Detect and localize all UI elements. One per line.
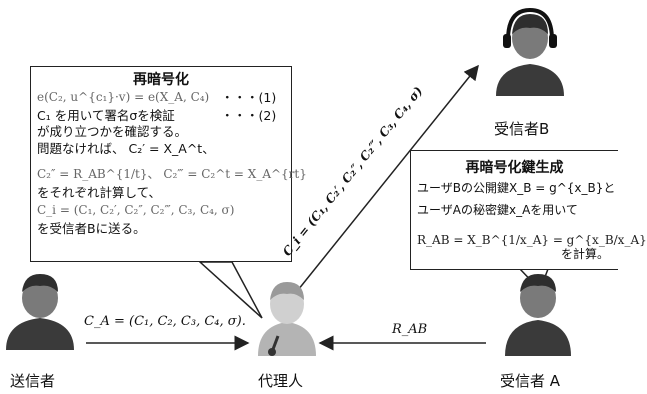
left-bubble-tail: [198, 261, 263, 319]
re-encryption-title: 再暗号化: [133, 72, 189, 88]
diagram-canvas: [6, 7, 571, 356]
send-line: を受信者Bに送る。: [37, 221, 146, 236]
arrow-proxy-to-receiverB: [297, 64, 479, 291]
confirm-line: が成り立つかを確認する。: [37, 124, 188, 139]
receiver-b-person-icon: [496, 7, 564, 96]
rab-compute-tail: を計算。: [561, 247, 610, 261]
re-encryption-key-title: 再暗号化鍵生成: [465, 160, 564, 176]
proxy-label: 代理人: [258, 372, 304, 390]
equation-1-tag: ・・・(1): [221, 90, 277, 105]
sender-label: 送信者: [10, 372, 56, 390]
re-encryption-key-box: 再暗号化鍵生成 ユーザBの公開鍵X_B = g^{x_B}と ユーザAの秘密鍵x…: [410, 150, 647, 270]
sender-person-icon: [6, 274, 74, 350]
public-key-line: ユーザBの公開鍵X_B = g^{x_B}と: [417, 181, 616, 195]
verify-line-tag: ・・・(2): [221, 108, 277, 123]
receiver-a-label: 受信者 A: [500, 372, 561, 390]
compute-line-1: 問題なければ、 C₂′ = X_A^t、: [37, 141, 215, 156]
sender-ciphertext-label: C_A = (C₁, C₂, C₃, C₄, σ).: [84, 314, 246, 329]
verify-line: C₁ を用いて署名σを検証: [37, 108, 175, 123]
rab-arrow-label: R_AB: [392, 322, 428, 337]
re-encryption-box: 再暗号化 e(C₂, u^{c₁}·v) = e(X_A, C₄) ・・・(1)…: [30, 66, 307, 262]
secret-key-line: ユーザAの秘密鍵x_Aを用いて: [417, 203, 578, 217]
rab-equation: R_AB = X_B^{1/x_A} = g^{x_B/x_A}: [417, 233, 647, 247]
equation-1: e(C₂, u^{c₁}·v) = e(X_A, C₄): [37, 90, 210, 104]
ciphertext-ci-line: C_i = (C₁, C₂′, C₂″, C₂‴, C₃, C₄, σ): [37, 203, 235, 217]
compute-line-3: をそれぞれ計算して、: [37, 185, 162, 200]
receiver-a-person-icon: [505, 274, 571, 356]
receiver-b-label: 受信者B: [494, 120, 550, 138]
proxy-person-icon: [258, 282, 316, 356]
compute-line-2: C₂″ = R_AB^{1/t}、 C₂‴ = C₂^t = X_A^{rt}: [37, 167, 307, 181]
